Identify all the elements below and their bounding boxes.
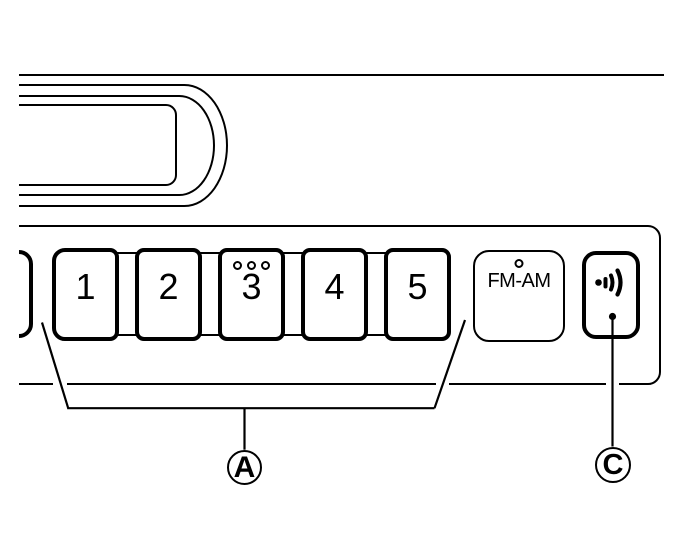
- button-connector: [117, 252, 137, 336]
- preset-1-label: 1: [75, 265, 96, 307]
- indicator-dot-icon: [261, 261, 270, 270]
- fm-am-band-button[interactable]: FM-AM: [473, 250, 565, 342]
- preset-button-5[interactable]: 5: [384, 248, 451, 341]
- preset-4-label: 4: [324, 265, 345, 307]
- preset-button-2[interactable]: 2: [135, 248, 202, 341]
- indicator-dot-icon: [514, 259, 524, 268]
- preset-5-label: 5: [407, 265, 428, 307]
- preset-button-1[interactable]: 1: [52, 248, 119, 341]
- button-connector: [283, 252, 303, 336]
- preset-button-4[interactable]: 4: [301, 248, 368, 341]
- radio-top-edge-line: [19, 74, 664, 76]
- display-screen: [19, 104, 177, 186]
- callout-c-label: C: [602, 448, 624, 481]
- indicator-dot-icon: [233, 261, 242, 270]
- callout-a-balloon: A: [227, 450, 262, 485]
- partial-button-left[interactable]: [19, 250, 33, 338]
- callout-a-label: A: [233, 450, 256, 484]
- fm-am-label: FM-AM: [487, 270, 551, 292]
- preset-3-label: 3: [241, 265, 262, 307]
- preset-button-3[interactable]: 3: [218, 248, 285, 341]
- figure-clip: 1 2 3 4 5 FM-AM: [19, 0, 686, 556]
- callout-c-balloon: C: [595, 447, 631, 483]
- indicator-dot-icon: [247, 261, 256, 270]
- preset-2-label: 2: [158, 265, 179, 307]
- preset-3-indicator-dots: [222, 261, 281, 270]
- button-connector: [200, 252, 220, 336]
- volume-button[interactable]: [582, 251, 640, 339]
- sound-wave-icon: [595, 268, 623, 297]
- button-connector: [366, 252, 386, 336]
- callout-c-leader: [608, 312, 617, 447]
- callout-a-leader: [40, 319, 467, 450]
